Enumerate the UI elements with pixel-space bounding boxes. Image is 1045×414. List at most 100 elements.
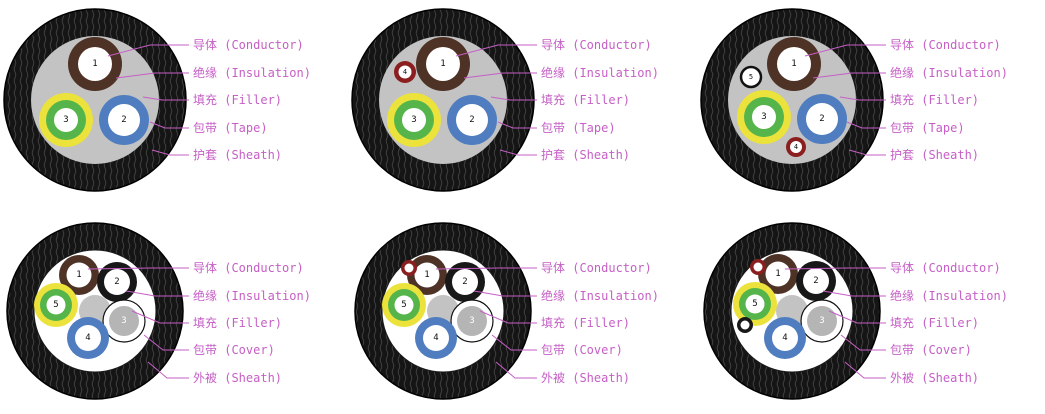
leader-conductor — [436, 267, 538, 270]
core-5: 5 — [739, 65, 762, 89]
svg-text:2: 2 — [121, 115, 126, 125]
leader-tape — [498, 121, 538, 129]
svg-text:3: 3 — [412, 115, 417, 125]
svg-text:5: 5 — [402, 300, 407, 310]
leader-filler — [828, 310, 886, 324]
svg-text:1: 1 — [791, 59, 796, 69]
label-insulation: 绝缘 (Insulation) — [541, 65, 659, 80]
leader-insulation — [812, 72, 886, 79]
cable-diagram-5core-pilot: 1 2 3 4 5 — [354, 222, 659, 400]
core-5: 5 — [382, 283, 427, 327]
svg-text:2: 2 — [470, 115, 475, 125]
leader-filler — [839, 96, 886, 101]
core-5: 5 — [732, 282, 777, 326]
svg-text:2: 2 — [813, 276, 818, 286]
svg-text:5: 5 — [749, 73, 753, 81]
label-filler: 填充 (Filler) — [890, 315, 979, 330]
svg-text:1: 1 — [92, 59, 97, 69]
core-1: 1 — [68, 37, 122, 91]
core-2: 2 — [445, 262, 486, 302]
cable-diagram-3core: 1 2 3 导体 (Conductor) 绝缘 (Insulation) 填充 … — [3, 8, 311, 192]
label-insulation: 绝缘 (Insulation) — [890, 288, 1008, 303]
leader-conductor — [87, 267, 189, 270]
core-1: 1 — [407, 255, 448, 295]
leader-sheath — [151, 149, 189, 156]
core-3: 3 — [736, 90, 791, 144]
core-2: 2 — [795, 261, 836, 301]
core-1: 1 — [59, 255, 99, 295]
label-insulation: 绝缘 (Insulation) — [541, 288, 659, 303]
core-4: 4 — [785, 137, 806, 157]
leader-sheath — [496, 361, 538, 379]
leader-sheath — [500, 149, 538, 156]
leader-filler — [480, 310, 538, 324]
leader-cover — [492, 334, 538, 351]
label-tape: 包带 (Tape) — [541, 121, 616, 135]
core-4: 4 — [394, 61, 417, 83]
label-conductor: 导体 (Conductor) — [890, 261, 1001, 275]
svg-text:5: 5 — [53, 300, 58, 310]
svg-text:3: 3 — [470, 316, 475, 326]
leader-conductor — [107, 44, 189, 57]
label-insulation: 绝缘 (Insulation) — [890, 65, 1008, 80]
label-sheath: 外被 (Sheath) — [193, 371, 282, 385]
leader-cover — [840, 334, 886, 351]
leader-tape — [149, 121, 189, 129]
leader-sheath — [147, 361, 189, 379]
leader-sheath — [848, 149, 886, 156]
label-conductor: 导体 (Conductor) — [193, 38, 304, 52]
cable-diagram-5core-two-pilots: 1 2 3 4 5 — [702, 222, 1008, 400]
svg-text:1: 1 — [441, 59, 446, 69]
svg-text:1: 1 — [425, 270, 430, 280]
svg-text:4: 4 — [794, 143, 798, 151]
leader-conductor — [456, 44, 538, 57]
leader-insulation — [822, 290, 886, 297]
label-filler: 填充 (Filler) — [193, 92, 282, 107]
core-4: 4 — [763, 317, 806, 359]
label-sheath: 外被 (Sheath) — [541, 371, 630, 385]
label-cover: 包带 (Cover) — [541, 343, 623, 357]
label-sheath: 护套 (Sheath) — [193, 148, 282, 162]
label-cover: 包带 (Cover) — [890, 343, 972, 357]
cable-diagram-3core-pilot: 1 2 3 4 导体 (Conductor) — [351, 8, 659, 192]
svg-text:4: 4 — [782, 333, 787, 343]
label-insulation: 绝缘 (Insulation) — [193, 288, 311, 303]
label-filler: 填充 (Filler) — [541, 92, 630, 107]
label-sheath: 护套 (Sheath) — [541, 148, 630, 162]
leader-insulation — [115, 72, 189, 79]
svg-text:3: 3 — [819, 316, 824, 326]
core-1: 1 — [766, 37, 821, 91]
svg-text:3: 3 — [761, 112, 766, 122]
label-filler: 填充 (Filler) — [890, 92, 979, 107]
leader-filler — [491, 96, 538, 101]
leader-tape — [846, 121, 886, 129]
svg-text:1: 1 — [775, 269, 780, 279]
leader-cover — [143, 334, 189, 351]
svg-text:2: 2 — [463, 277, 468, 287]
leader-filler — [131, 310, 189, 324]
core-3: 3 — [800, 299, 844, 343]
leader-conductor — [784, 267, 886, 270]
cable-panel-5: 1 2 3 4 5 — [348, 207, 696, 414]
core-5: 5 — [34, 283, 78, 327]
core-2: 2 — [97, 262, 137, 302]
core-2: 2 — [447, 95, 498, 145]
label-insulation: 绝缘 (Insulation) — [193, 65, 311, 80]
svg-text:3: 3 — [121, 316, 126, 326]
leader-filler — [142, 96, 189, 101]
label-tape: 包带 (Tape) — [193, 121, 268, 135]
label-conductor: 导体 (Conductor) — [890, 38, 1001, 52]
svg-text:2: 2 — [819, 114, 824, 124]
label-cover: 包带 (Cover) — [193, 343, 275, 357]
cable-panel-3: 1 2 3 5 4 — [697, 0, 1045, 207]
svg-text:1: 1 — [76, 270, 81, 280]
svg-text:4: 4 — [403, 68, 407, 76]
cable-diagram-5core: 1 2 3 4 5 — [6, 222, 311, 400]
leader-insulation — [125, 290, 189, 297]
cable-panel-4: 1 2 3 4 5 — [0, 207, 348, 414]
core-1: 1 — [757, 254, 798, 294]
core-2: 2 — [99, 95, 149, 145]
pilot-core-top — [749, 259, 766, 275]
core-1: 1 — [416, 37, 471, 91]
